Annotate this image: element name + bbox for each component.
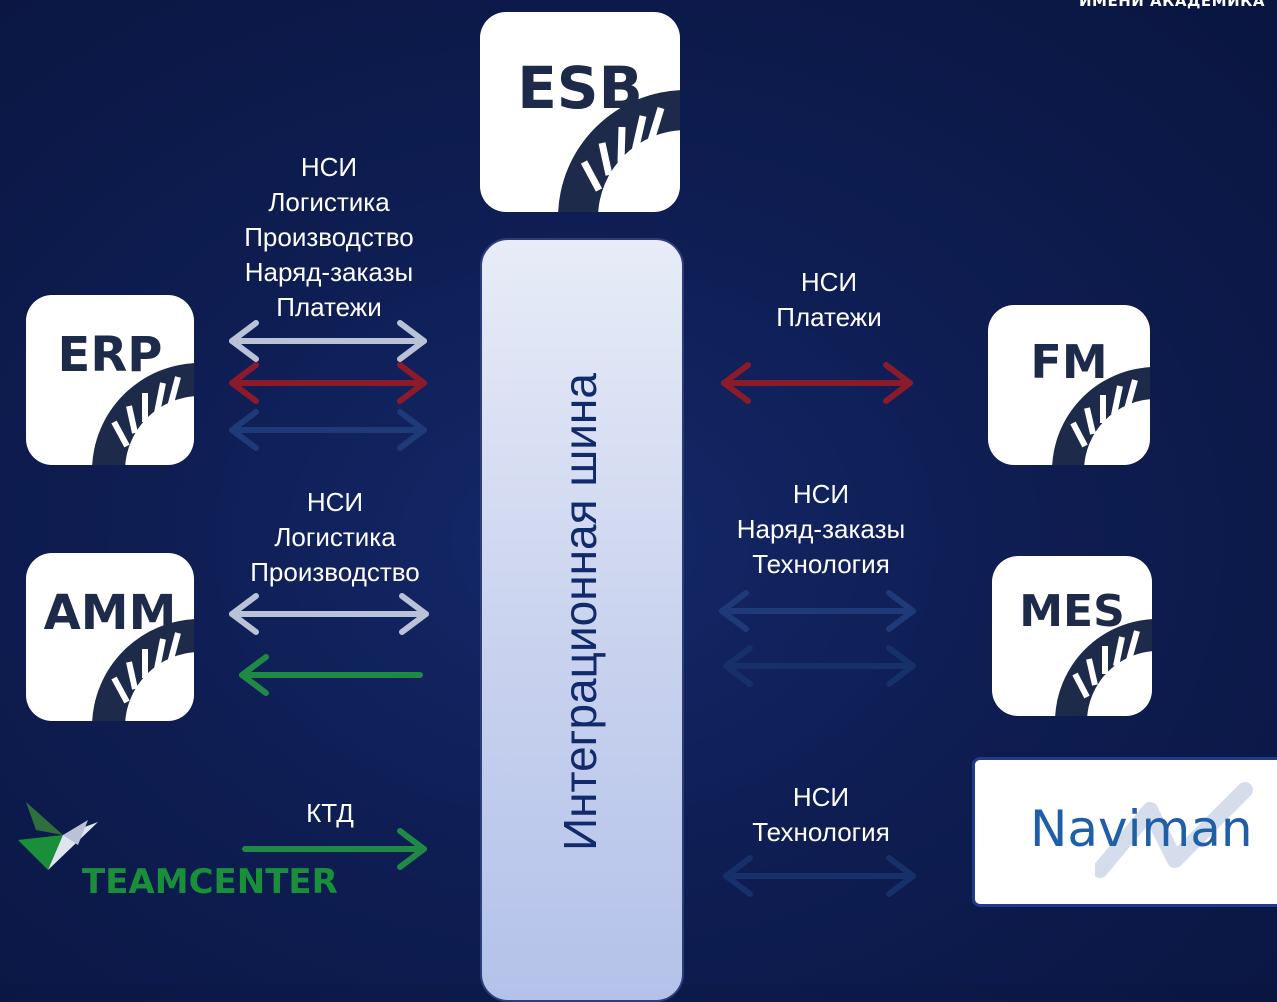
teamcenter-flow-labels: КТД (230, 796, 430, 831)
corner-text: ИМЕНИ АКАДЕМИКА (1079, 0, 1265, 10)
fm-label: FM (1030, 335, 1108, 389)
erp-tile: ERP (26, 295, 194, 465)
gear-arc-icon (1052, 367, 1150, 465)
integration-bus (480, 238, 684, 1002)
erp-flow-labels: НСИ Логистика Производство Наряд-заказы … (229, 150, 429, 325)
mes-tile: MES (992, 556, 1152, 716)
fm-flow-labels: НСИ Платежи (729, 265, 929, 335)
erp-arrow-blue (229, 409, 427, 451)
gear-arc-icon (92, 619, 194, 721)
flow-item: НСИ (306, 487, 364, 517)
flow-item: Наряд-заказы (736, 514, 906, 544)
flow-item: НСИ (792, 782, 850, 812)
naviman-flow-labels: НСИ Технология (721, 780, 921, 850)
gear-arc-icon (1055, 619, 1152, 716)
erp-arrow-red (229, 362, 427, 404)
flow-item: Производство (250, 557, 420, 587)
gear-arc-icon (92, 363, 194, 465)
amm-arrow-gray (229, 593, 429, 635)
teamcenter-logo-icon (18, 802, 98, 870)
flow-item: Логистика (268, 187, 390, 217)
flow-item: Логистика (274, 522, 396, 552)
flow-item: НСИ (300, 152, 358, 182)
fm-tile: FM (988, 305, 1150, 465)
flow-item: КТД (306, 798, 354, 828)
amm-flow-labels: НСИ Логистика Производство (235, 485, 435, 590)
flow-item: Технология (752, 549, 890, 579)
flow-item: Наряд-заказы (244, 257, 414, 287)
amm-tile: AMM (26, 553, 194, 721)
fm-arrow-red (721, 362, 913, 404)
amm-arrow-green (239, 654, 423, 696)
mes-arrow-blue (719, 590, 916, 632)
naviman-tile: Naviman (972, 757, 1277, 907)
flow-item: Платежи (776, 302, 882, 332)
erp-arrow-gray (229, 320, 427, 362)
teamcenter-arrow-green (242, 828, 427, 870)
flow-item: НСИ (800, 267, 858, 297)
mes-arrow-darkblue (723, 645, 916, 687)
mes-flow-labels: НСИ Наряд-заказы Технология (721, 477, 921, 582)
naviman-arrow-darkblue (723, 855, 916, 897)
flow-item: Производство (244, 222, 414, 252)
naviman-wave-icon (1095, 782, 1253, 878)
flow-item: Платежи (276, 292, 382, 322)
mes-label: MES (1019, 586, 1125, 637)
flow-item: Технология (752, 817, 890, 847)
erp-label: ERP (57, 327, 163, 383)
flow-item: НСИ (792, 479, 850, 509)
naviman-label: Naviman (1030, 800, 1253, 858)
esb-tile: ESB (480, 12, 680, 212)
teamcenter-label: TEAMCENTER (82, 862, 338, 902)
gear-arc-icon (558, 90, 680, 212)
